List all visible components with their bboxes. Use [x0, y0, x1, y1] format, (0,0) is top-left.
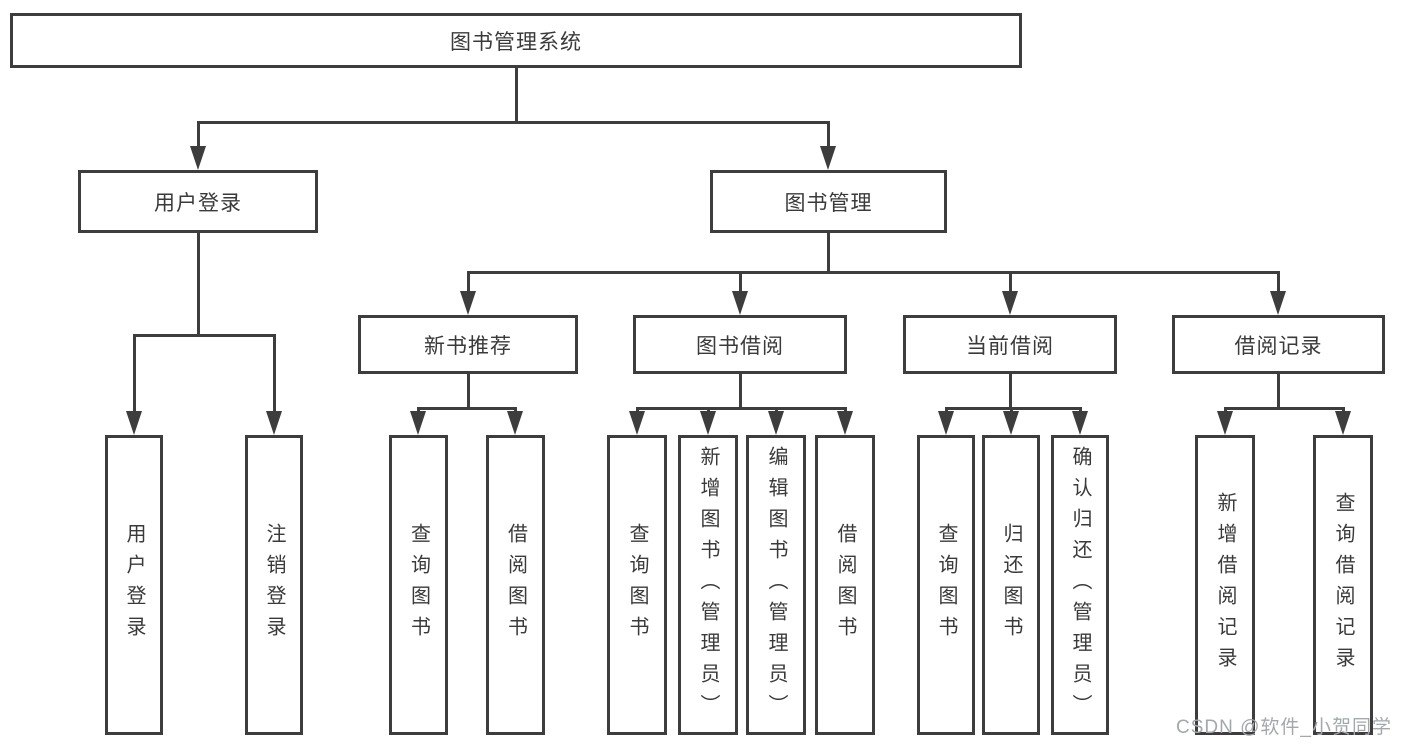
leaf-records-add-record: 新增借阅记录 — [1195, 435, 1255, 735]
leaf-label: 借阅图书 — [834, 523, 856, 647]
arrowhead-down-icon — [732, 291, 748, 315]
leaf-recommend-borrow-books: 借阅图书 — [486, 435, 545, 735]
arrowhead-down-icon — [1002, 291, 1018, 315]
arrowhead-down-icon — [190, 146, 206, 170]
leaf-label: 查询借阅记录 — [1332, 492, 1354, 678]
leaf-label: 查询图书 — [407, 523, 430, 647]
arrowhead-down-icon — [507, 411, 523, 435]
connector-vline — [739, 374, 742, 410]
leaf-label: 查询图书 — [626, 523, 648, 647]
connector-vline — [827, 122, 830, 150]
leaf-borrowing-add-books-admin: 新增图书（管理员） — [678, 435, 738, 735]
arrowhead-down-icon — [1072, 411, 1088, 435]
arrowhead-down-icon — [1270, 291, 1286, 315]
connector-hline — [1224, 407, 1345, 410]
arrowhead-down-icon — [460, 291, 476, 315]
node-borrowing-records: 借阅记录 — [1172, 315, 1385, 374]
leaf-recommend-query-books: 查询图书 — [389, 435, 448, 735]
connector-vline — [467, 374, 470, 410]
arrowhead-down-icon — [629, 411, 645, 435]
leaf-label: 用户登录 — [123, 523, 145, 647]
leaf-current-return-books: 归还图书 — [982, 435, 1040, 735]
leaf-label: 查询图书 — [935, 523, 957, 647]
leaf-borrowing-query-books: 查询图书 — [607, 435, 667, 735]
arrowhead-down-icon — [768, 411, 784, 435]
node-label: 借阅记录 — [1234, 334, 1323, 358]
watermark-text: CSDN @软件_小贺同学 — [1176, 717, 1392, 738]
arrowhead-down-icon — [700, 411, 716, 435]
node-label: 当前借阅 — [966, 334, 1054, 358]
arrowhead-down-icon — [266, 411, 282, 435]
connector-vline — [273, 335, 276, 415]
leaf-label: 新增借阅记录 — [1214, 492, 1236, 678]
arrowhead-down-icon — [938, 411, 954, 435]
node-book-management: 图书管理 — [710, 170, 947, 233]
leaf-label: 新增图书（管理员） — [697, 445, 719, 725]
leaf-current-confirm-return-admin: 确认归还（管理员） — [1051, 435, 1109, 735]
node-root-library-management-system: 图书管理系统 — [10, 13, 1022, 68]
arrowhead-down-icon — [1217, 411, 1233, 435]
leaf-label: 确认归还（管理员） — [1069, 445, 1091, 725]
arrowhead-down-icon — [410, 411, 426, 435]
connector-hline — [417, 407, 517, 410]
connector-vline — [197, 122, 200, 150]
connector-vline — [133, 335, 136, 415]
connector-hline — [945, 407, 1082, 410]
connector-vline — [739, 272, 742, 296]
leaf-borrowing-edit-books-admin: 编辑图书（管理员） — [746, 435, 806, 735]
connector-vline — [1277, 374, 1280, 410]
leaf-user-login: 用户登录 — [105, 435, 163, 735]
arrowhead-down-icon — [837, 411, 853, 435]
connector-vline — [197, 233, 200, 337]
connector-vline — [1277, 272, 1280, 296]
leaf-current-query-books: 查询图书 — [917, 435, 975, 735]
leaf-label: 注销登录 — [263, 523, 285, 647]
leaf-records-query-record: 查询借阅记录 — [1313, 435, 1373, 735]
connector-vline — [515, 68, 518, 123]
node-label: 图书管理 — [784, 191, 873, 215]
node-current-borrowing: 当前借阅 — [903, 315, 1117, 374]
leaf-logout: 注销登录 — [245, 435, 303, 735]
connector-hline — [133, 334, 276, 337]
node-label: 新书推荐 — [424, 334, 512, 358]
arrowhead-down-icon — [820, 146, 836, 170]
arrowhead-down-icon — [1003, 411, 1019, 435]
connector-vline — [827, 233, 830, 274]
node-new-book-recommend: 新书推荐 — [358, 315, 578, 374]
connector-vline — [1009, 272, 1012, 296]
node-label: 用户登录 — [154, 191, 242, 215]
node-label: 图书借阅 — [696, 334, 784, 358]
connector-hline — [197, 121, 830, 124]
connector-vline — [1009, 374, 1012, 410]
leaf-borrowing-borrow-books: 借阅图书 — [815, 435, 875, 735]
leaf-label: 编辑图书（管理员） — [765, 445, 787, 725]
arrowhead-down-icon — [1335, 411, 1351, 435]
connector-hline — [636, 407, 847, 410]
node-label: 图书管理系统 — [450, 30, 582, 54]
node-user-login: 用户登录 — [78, 170, 318, 233]
leaf-label: 借阅图书 — [504, 523, 527, 647]
node-book-borrowing: 图书借阅 — [633, 315, 847, 374]
connector-hline — [467, 271, 1280, 274]
connector-vline — [467, 272, 470, 296]
arrowhead-down-icon — [126, 411, 142, 435]
leaf-label: 归还图书 — [1000, 523, 1022, 647]
